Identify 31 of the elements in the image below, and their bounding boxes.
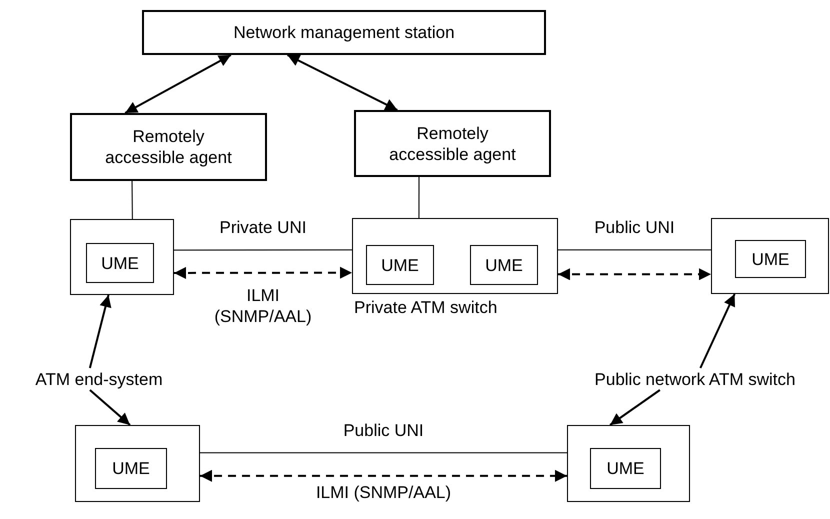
arrow: [609, 389, 660, 426]
arrow: [89, 389, 131, 426]
end-system-box: [70, 219, 174, 295]
station-box: Network management station: [142, 10, 546, 55]
node-caption: Private ATM switch: [354, 298, 498, 318]
agent-box: Remotely accessible agent: [70, 113, 267, 181]
connector-line: [418, 176, 420, 218]
connector-line: [558, 249, 712, 250]
switch-box: [711, 218, 829, 294]
arrow: [88, 294, 112, 368]
ume-box: UME: [735, 240, 806, 278]
connector-line: [174, 249, 352, 251]
arrow: [200, 470, 567, 482]
arrow: [124, 54, 232, 114]
ume-box: UME: [95, 448, 167, 489]
end-system-box: [75, 425, 200, 502]
arrow: [287, 54, 398, 111]
connector-line: [200, 452, 568, 454]
ume-box: UME: [470, 245, 538, 285]
arrow: [174, 266, 352, 279]
ume-box: UME: [366, 245, 434, 285]
callout-text: Public network ATM switch: [560, 368, 830, 390]
ume-box: UME: [86, 243, 154, 283]
callout-text: ATM end-system: [8, 368, 190, 390]
switch-box: [352, 218, 558, 294]
ume-box: UME: [590, 448, 661, 489]
arrow: [558, 268, 711, 280]
agent-box: Remotely accessible agent: [354, 110, 551, 177]
switch-box: [567, 425, 690, 502]
connector-line: [132, 180, 133, 220]
arrow: [700, 294, 736, 368]
